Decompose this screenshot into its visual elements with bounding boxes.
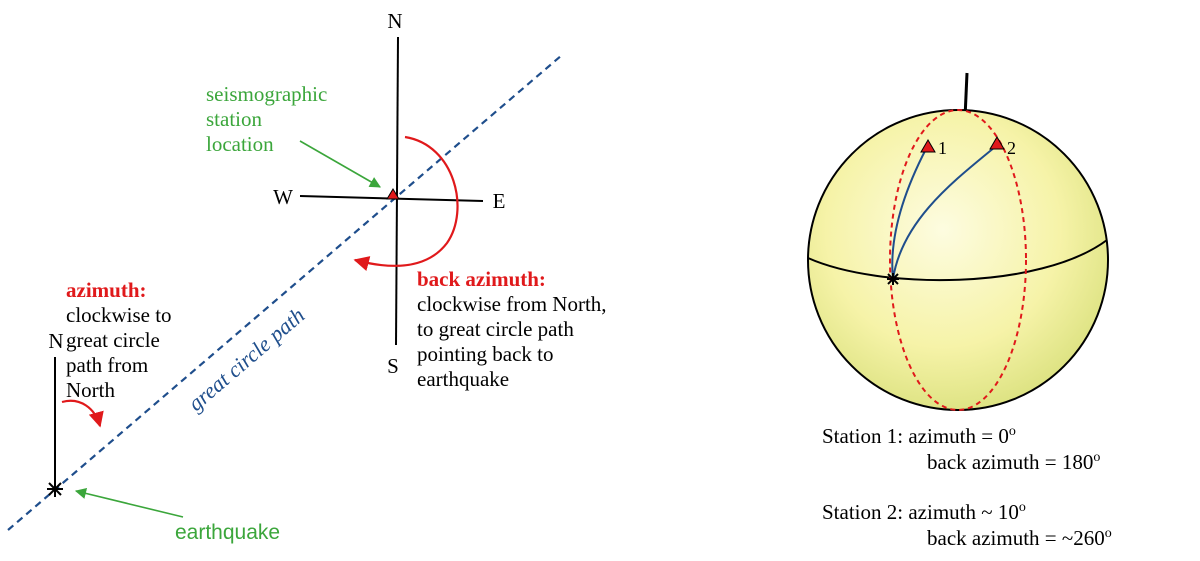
back-azimuth-desc-line-1: clockwise from North,: [417, 292, 607, 316]
azimuth-desc-line-4: North: [66, 378, 115, 402]
azimuth-desc-line-3: path from: [66, 353, 148, 377]
azimuth-title: azimuth:: [66, 278, 147, 302]
azimuth-arc: [61, 399, 104, 428]
great-circle-path-line: [7, 54, 563, 531]
great-circle-path-label: great circle path: [183, 302, 309, 415]
equator-line: [807, 239, 1108, 282]
azimuth-desc-line-1: clockwise to: [66, 303, 172, 327]
degree-symbol: o: [1105, 526, 1112, 541]
station-2-marker-label: 2: [1007, 138, 1016, 158]
station-triangle-icon: [386, 188, 400, 200]
degree-symbol: o: [1019, 500, 1026, 515]
path-to-station-2: [892, 146, 996, 280]
back-azimuth-desc-line-3: pointing back to: [417, 342, 553, 366]
station-label-line-1: seismographic: [206, 82, 327, 106]
station-2-back-azimuth-text: back azimuth = ~260o: [927, 526, 1112, 550]
station-west-label: W: [273, 185, 293, 209]
station-1-back-azimuth-text: back azimuth = 180o: [927, 450, 1100, 474]
degree-symbol: o: [1009, 424, 1016, 439]
station-1-triangle-icon: [920, 139, 936, 153]
back-azimuth-description: clockwise from North, to great circle pa…: [417, 292, 612, 391]
back-azimuth-arc: [353, 135, 459, 272]
back-azimuth-desc-line-4: earthquake: [417, 367, 509, 391]
earthquake-pointer-arrow: [74, 487, 184, 518]
station-label-line-2: station: [206, 107, 262, 131]
station-north-label: N: [387, 9, 402, 33]
path-to-station-1: [891, 148, 927, 280]
station-1-azimuth-text: Station 1: azimuth = 0o: [822, 424, 1016, 448]
station-2-azimuth-text: Station 2: azimuth ~ 10o: [822, 500, 1026, 524]
azimuth-desc-line-2: great circle: [66, 328, 160, 352]
globe-sphere: [807, 109, 1109, 411]
azimuth-description: clockwise to great circle path from Nort…: [66, 303, 177, 402]
station-label-line-3: location: [206, 132, 274, 156]
station-pointer-arrow: [299, 140, 381, 188]
station-location-label: seismographic station location: [206, 82, 333, 156]
station-2-triangle-icon: [989, 136, 1005, 150]
station-east-label: E: [493, 189, 506, 213]
right-panel: 1 2 Station 1: azimuth = 0o back azimuth…: [807, 72, 1112, 550]
degree-symbol: o: [1093, 450, 1100, 465]
station-1-marker-label: 1: [938, 138, 947, 158]
back-azimuth-title: back azimuth:: [417, 267, 546, 291]
station-south-label: S: [387, 354, 399, 378]
station-north-south-axis: [395, 36, 399, 346]
earthquake-north-label: N: [48, 329, 63, 353]
meridian-dashed-ellipse: [889, 109, 1027, 411]
left-panel: N S W E seismographic station location N…: [7, 9, 612, 544]
earthquake-star-icon: [47, 481, 63, 497]
globe-earthquake-star-icon: [887, 273, 899, 285]
earthquake-label: earthquake: [175, 521, 280, 544]
back-azimuth-desc-line-2: to great circle path: [417, 317, 574, 341]
